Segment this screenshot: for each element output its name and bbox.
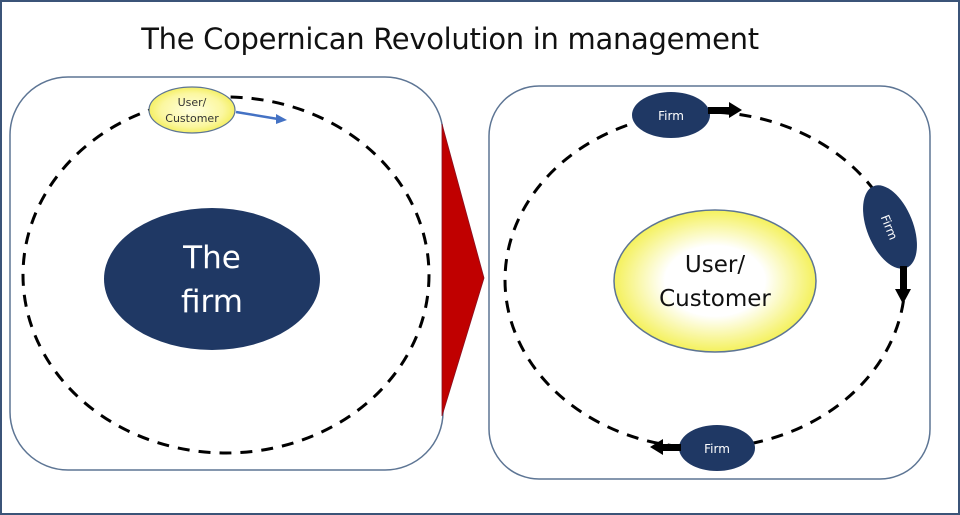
firm-center-label-line2: firm	[181, 284, 243, 320]
firm-orbiting-top-label: Firm	[658, 109, 684, 123]
firm-center-ellipse	[104, 208, 320, 350]
left-orbit-path	[21, 95, 431, 455]
customer-center-label-line1: User/	[685, 252, 745, 278]
page-title: The Copernican Revolution in management	[141, 22, 759, 56]
firm-bottom-motion-arrow-icon	[650, 439, 681, 455]
firm-orbiting-bottom-label: Firm	[704, 442, 730, 456]
customer-center-label-line2: Customer	[659, 286, 771, 312]
customer-motion-arrow-icon	[235, 110, 287, 124]
customer-orbiting-label-line2: Customer	[165, 112, 219, 125]
firm-top-motion-arrow-icon	[708, 102, 742, 118]
customer-orbiting-label-line1: User/	[178, 96, 207, 109]
firm-center-label-line1: The	[182, 240, 241, 276]
firm-orbiting-top	[632, 92, 710, 138]
customer-orbiting-ellipse	[148, 86, 236, 134]
firm-orbiting-right: Firm	[863, 185, 917, 269]
firm-orbiting-bottom	[679, 425, 755, 471]
firm-right-motion-arrow-icon	[895, 266, 911, 304]
customer-center-ellipse	[613, 209, 817, 353]
transition-arrow-icon	[441, 123, 485, 417]
